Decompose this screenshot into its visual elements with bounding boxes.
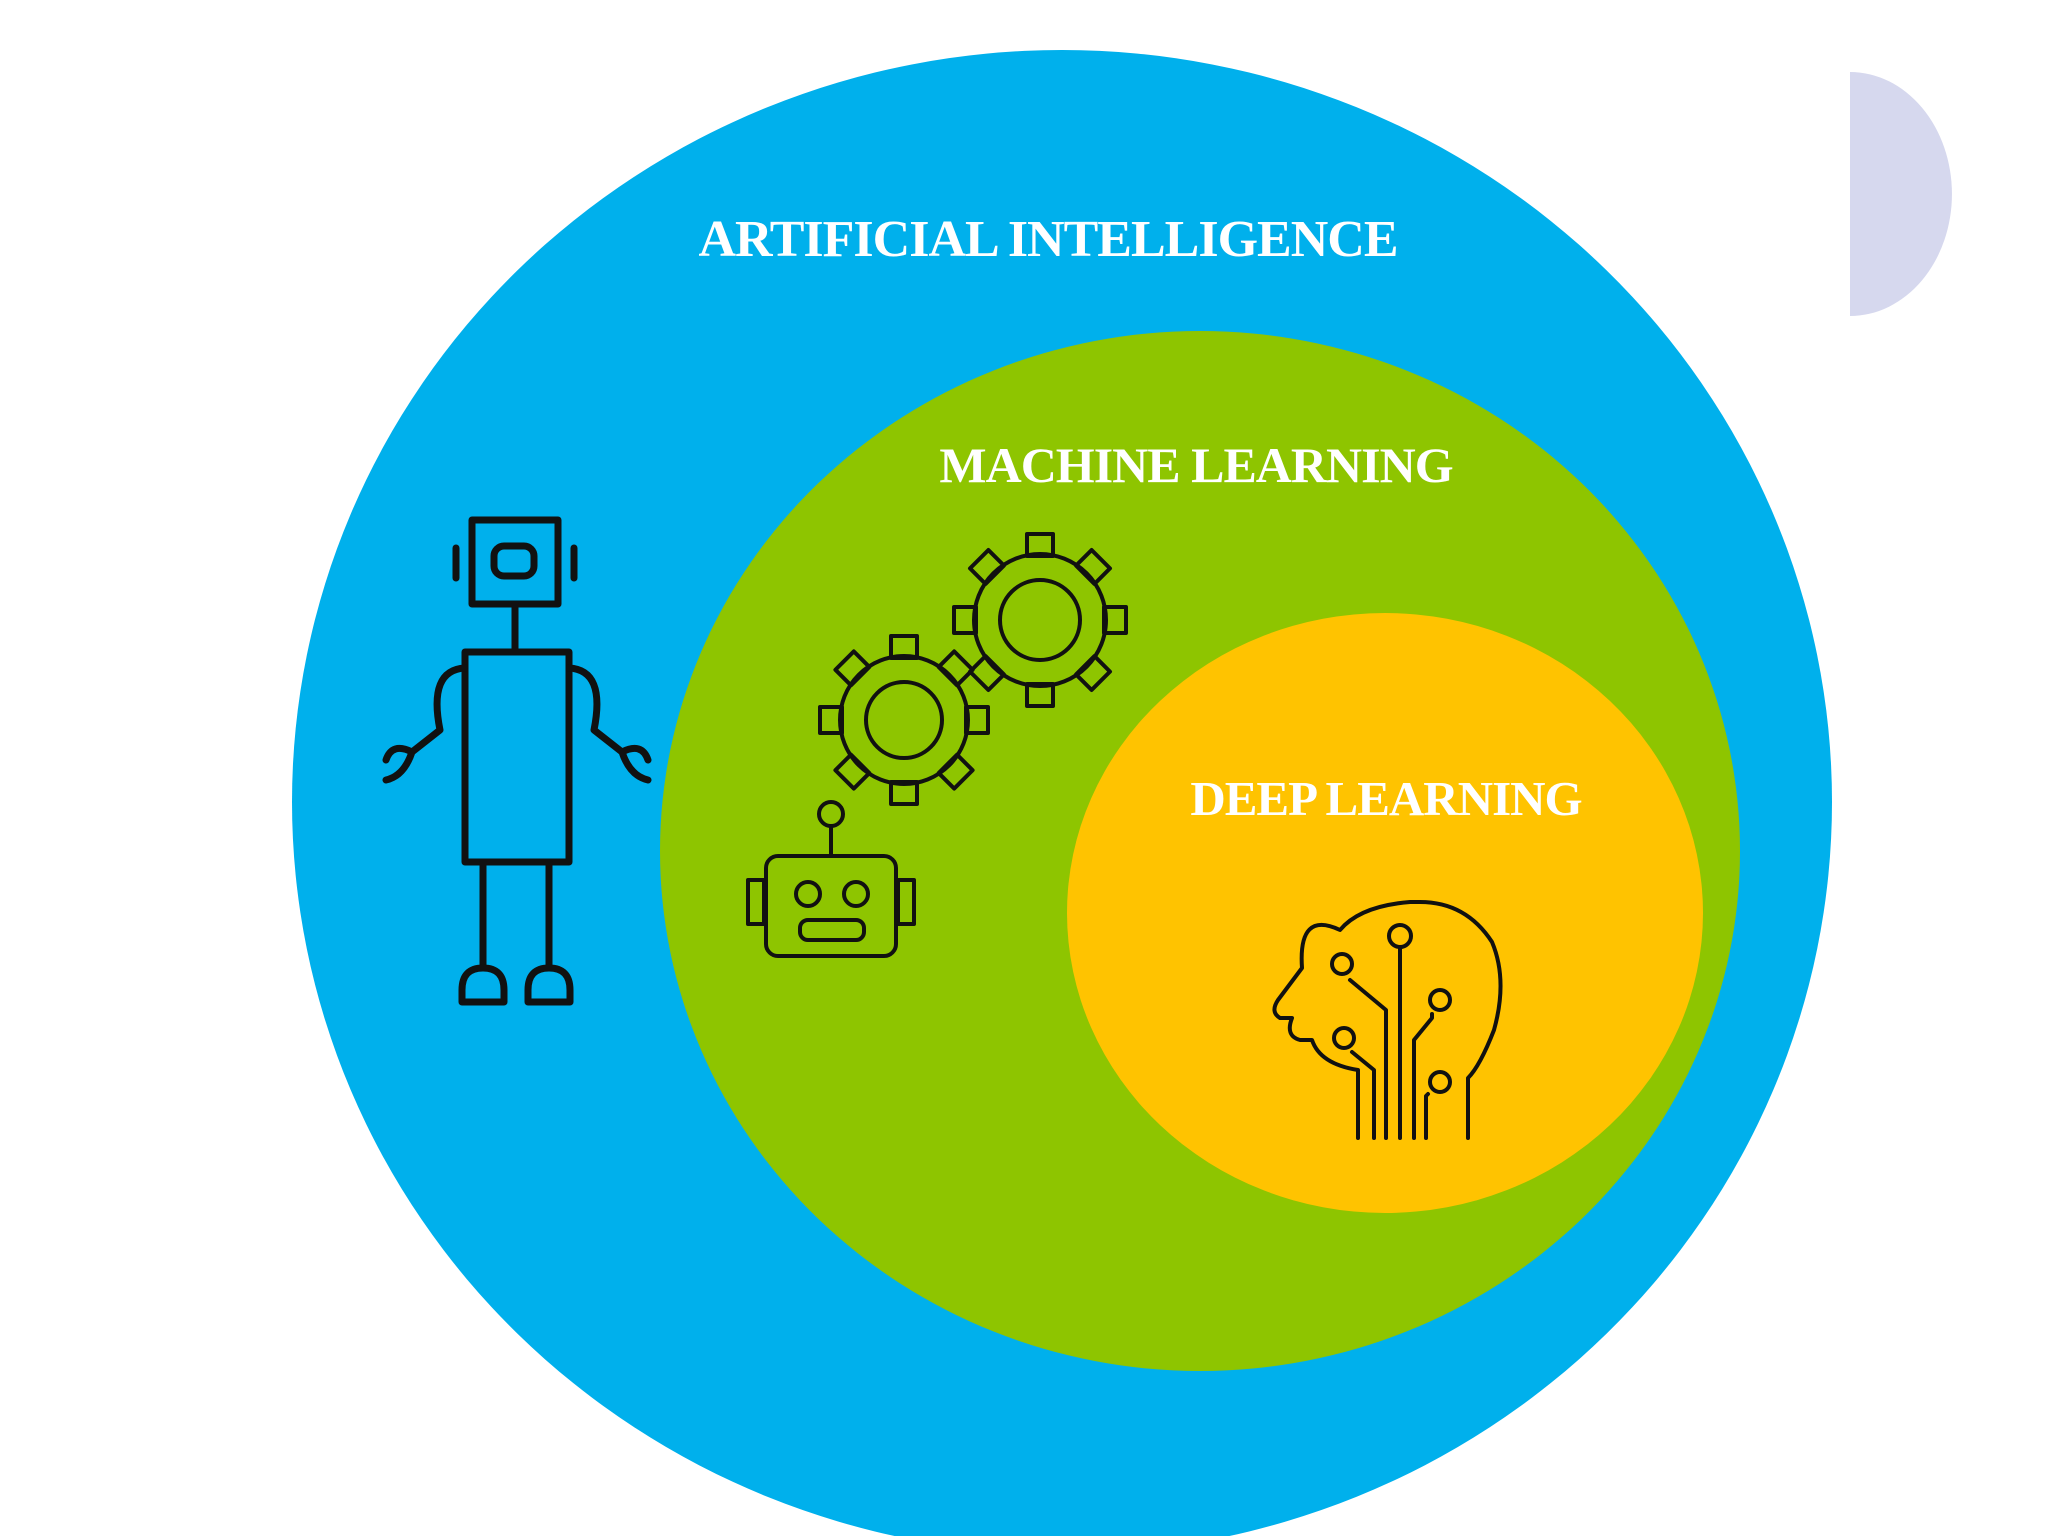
- robot-head-icon: [746, 800, 916, 958]
- robot-icon: [382, 516, 652, 1006]
- ai-label: ARTIFICIAL INTELLIGENCE: [698, 211, 1397, 268]
- brain-circuit-head-icon: [1272, 900, 1503, 1140]
- gears-icon: [818, 532, 1128, 806]
- dl-label: DEEP LEARNING: [1190, 771, 1581, 826]
- ml-label: MACHINE LEARNING: [939, 437, 1452, 493]
- corner-accent-shape: [1850, 72, 1952, 316]
- dl-ellipse: [1067, 613, 1703, 1213]
